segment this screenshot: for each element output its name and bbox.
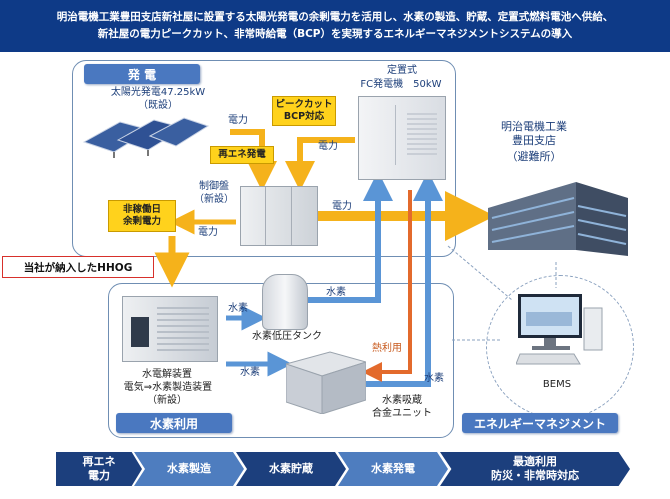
holiday-line-2: 余剰電力 [122,216,161,227]
step-1-line-2: 電力 [88,469,110,482]
electrolyzer-label-2: 電気⇒水素製造装置 [123,382,213,393]
h2-label-alloy-fc: 水素 [424,373,444,384]
alloy-label-1: 水素吸蔵 [382,395,422,406]
fuel-cell-label-1: 定置式 [387,65,417,76]
power-label-solar: 電力 [228,115,248,126]
control-panel-icon [240,186,318,246]
bems-link-fc [447,245,513,301]
building-label-2: 豊田支店 [512,134,556,147]
step-2-label: 水素製造 [167,462,211,475]
title-line-2: 新社屋の電力ピークカット、非常時給電（BCP）を実現するエネルギーマネジメントシ… [97,28,573,40]
power-label-fc: 電力 [318,141,338,152]
electrolyzer-label-1: 水電解装置 [142,369,192,380]
solar-panel-icon [80,108,210,158]
step-1-line-1: 再エネ [82,455,116,468]
peak-cut-box: ピークカット BCP対応 [272,96,336,126]
hhog-callout: 当社が納入したHHOG [2,256,154,278]
step-3: 水素貯蔵 [236,452,346,486]
h2-arrow-tank-fc [306,171,393,303]
computer-icon [515,292,606,368]
tank-label: 水素低圧タンク [252,331,322,342]
bems-label: BEMS [542,379,572,390]
holiday-box: 非稼働日 余剰電力 [108,200,176,232]
peak-cut-line-1: ピークカット [275,99,333,110]
alloy-label-2: 合金ユニット [372,408,432,419]
electrolyzer-label-3: （新設） [147,395,187,406]
building-label-1: 明治電機工業 [501,120,567,133]
power-arrow-fc [285,137,355,191]
fuel-cell-label-2: FC発電機 50kW [360,79,442,90]
h2-label-fc: 水素 [326,287,346,298]
h2-arrow-alloy-fc [360,171,443,387]
title-bar: 明治電機工業豊田支店新社屋に設置する太陽光発電の余剰電力を活用し、水素の製造、貯… [0,0,670,52]
peak-cut-line-2: BCP対応 [283,111,325,122]
solar-label-2: （既設） [138,100,178,111]
control-panel-label-1: 制御盤 [199,181,229,192]
h2-label-tank: 水素 [228,303,248,314]
step-3-label: 水素貯蔵 [269,462,313,475]
step-4: 水素発電 [338,452,448,486]
renewable-box: 再エネ発電 [210,146,274,164]
building-label-3: （避難所） [506,150,562,163]
title-line-1: 明治電機工業豊田支店新社屋に設置する太陽光発電の余剰電力を活用し、水素の製造、貯… [56,11,614,23]
holiday-line-1: 非稼働日 [122,204,161,215]
generation-tag: 発 電 [84,64,200,84]
step-5-line-1: 最適利用 [513,455,557,468]
electrolyzer-icon [122,296,218,362]
fuel-cell-icon [358,96,446,180]
heat-label: 熱利用 [372,343,402,354]
step-5-line-2: 防災・非常時対応 [491,469,579,482]
hydrogen-tag: 水素利用 [116,413,232,433]
h2-label-alloy: 水素 [240,367,260,378]
heat-arrow [362,190,412,382]
energy-mgmt-tag: エネルギーマネジメント [462,413,618,433]
step-1: 再エネ 電力 [56,452,142,486]
step-4-label: 水素発電 [371,462,415,475]
power-label-main: 電力 [332,201,352,212]
tank-icon [262,274,308,330]
building-icon [480,160,630,260]
step-5: 最適利用 防災・非常時対応 [440,452,630,486]
power-label-holiday: 電力 [198,227,218,238]
alloy-unit-icon [284,346,368,415]
step-2: 水素製造 [134,452,244,486]
solar-label-1: 太陽光発電47.25kW [110,87,206,98]
control-panel-label-2: （新設） [194,194,234,205]
